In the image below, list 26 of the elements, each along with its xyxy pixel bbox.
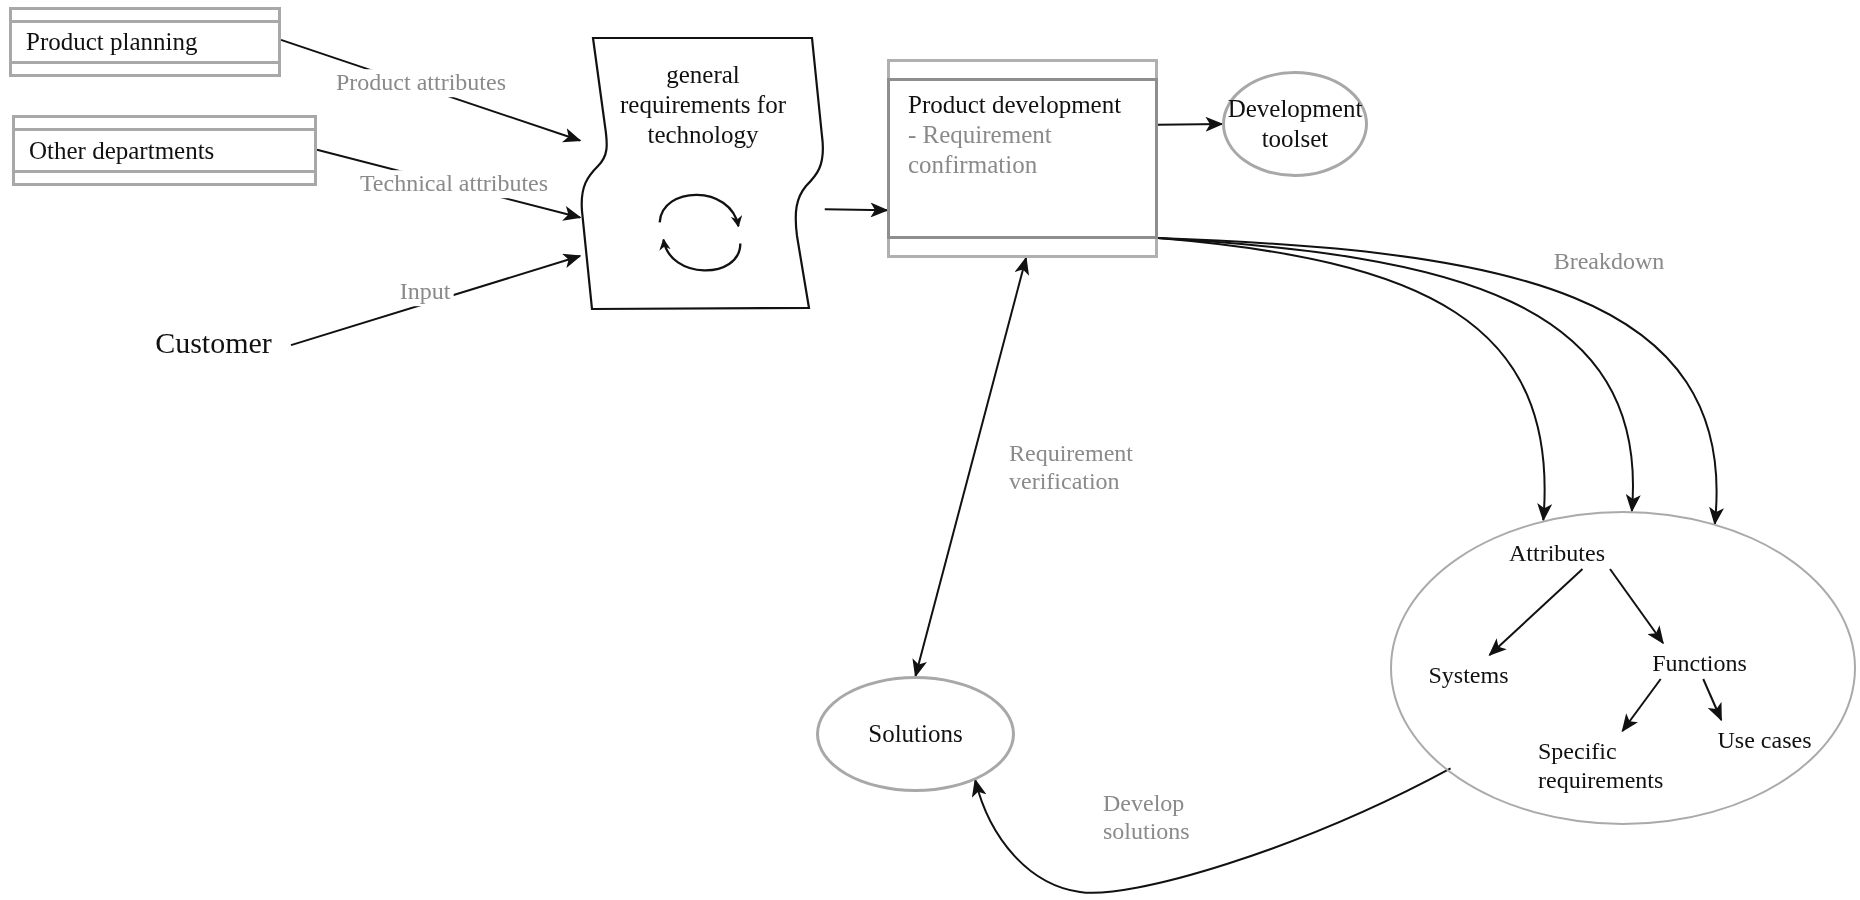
arrow [290, 253, 582, 347]
node-text: general requirements for technology [619, 60, 787, 150]
arrow [823, 202, 889, 218]
node-subtext: - Requirement confirmation [908, 120, 1053, 180]
arrow [1157, 237, 1723, 526]
arrow [1157, 116, 1224, 132]
arrow [912, 256, 1030, 678]
text-label: Systems [1416, 657, 1521, 693]
node-text: Solutions [868, 719, 963, 749]
large-ellipse [1390, 511, 1856, 825]
text-label: Customer [136, 322, 291, 364]
node-text: Product planning [26, 27, 198, 57]
arrow [1621, 678, 1662, 733]
wavy-document-shape [580, 36, 826, 311]
node-text: Other departments [29, 135, 215, 166]
edge-label: Product attributes [333, 69, 509, 97]
arrow [972, 767, 1452, 894]
ellipse-node [1222, 71, 1368, 177]
arrow [1702, 678, 1723, 722]
ellipse-node [816, 676, 1015, 792]
arrow [1609, 568, 1664, 645]
arrow [1488, 568, 1584, 656]
node-text: Development toolset [1226, 94, 1364, 154]
node-text: Product development [908, 90, 1123, 120]
text-label: Attributes [1502, 535, 1612, 571]
text-label: Functions [1642, 645, 1757, 681]
